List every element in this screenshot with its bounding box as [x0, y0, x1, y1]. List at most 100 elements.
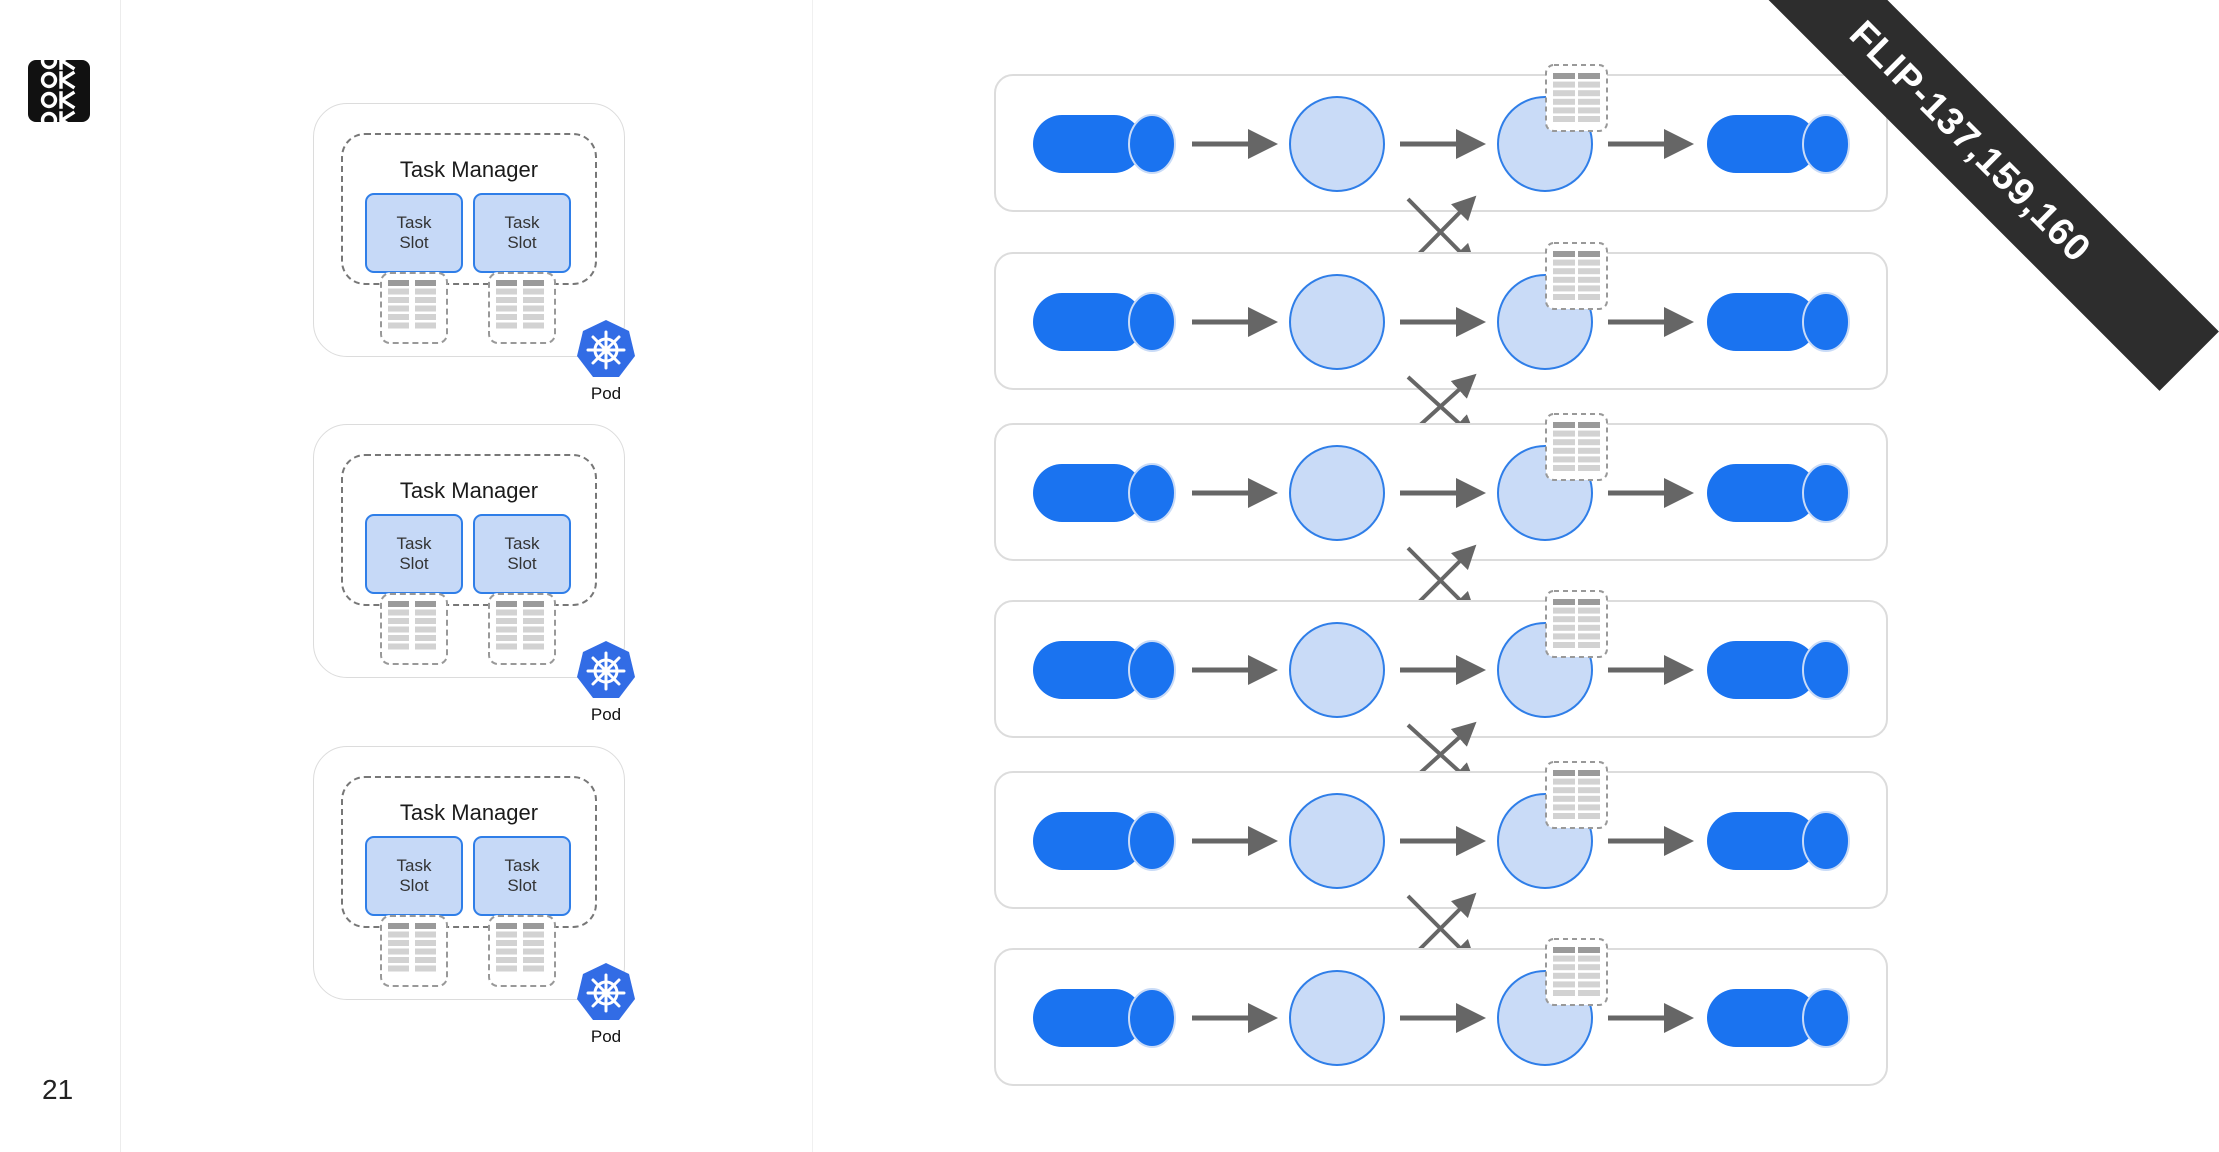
state-table-cell: [1553, 422, 1575, 428]
state-table-cell: [1578, 981, 1600, 988]
state-table-cell: [1578, 616, 1600, 623]
task-slot: Task Slot: [365, 514, 463, 594]
state-table-cell: [1553, 947, 1575, 953]
state-table-icon: [380, 915, 448, 987]
state-table-cell: [1553, 259, 1575, 266]
state-table-cell: [1578, 972, 1600, 979]
state-table-cell: [1553, 268, 1575, 275]
state-table-cell: [1578, 599, 1600, 605]
stateful-operator-node: [1497, 445, 1593, 541]
task-manager-label: Task Manager: [399, 800, 539, 825]
state-table-cell: [1578, 624, 1600, 631]
sink-cylinder: [1707, 812, 1817, 870]
operator-node: [1289, 274, 1385, 370]
shuffle-arrow-down: [1406, 375, 1477, 440]
state-table-cell: [1553, 116, 1575, 122]
state-table-cell: [1578, 294, 1600, 300]
pipeline-row: [994, 600, 1888, 738]
task-slot-line1: Task: [504, 534, 540, 553]
state-table-icon: [380, 593, 448, 665]
state-table-cell: [1553, 285, 1575, 292]
pod-label: Pod: [590, 705, 622, 724]
state-table-cell: [1553, 770, 1575, 776]
source-cylinder: [1033, 464, 1143, 522]
stateful-operator-node: [1497, 274, 1593, 370]
state-table-cell: [1578, 98, 1600, 105]
operator-node: [1289, 445, 1385, 541]
stateful-operator-node: [1497, 970, 1593, 1066]
state-table-cell: [1578, 107, 1600, 114]
sink-cylinder: [1707, 641, 1817, 699]
source-cylinder: [1033, 989, 1143, 1047]
task-slot-line1: Task: [396, 534, 432, 553]
state-table-cell: [1553, 955, 1575, 962]
state-table-icon: [1545, 590, 1608, 658]
ok-logo-icon: [28, 51, 90, 130]
state-table-cell: [1578, 964, 1600, 971]
state-table-cell: [1578, 447, 1600, 454]
state-table-cell: [1578, 285, 1600, 292]
kubernetes-helm-icon: [574, 639, 638, 703]
source-cylinder-cap: [1128, 114, 1176, 174]
pipeline-row: [994, 74, 1888, 212]
pod-label: Pod: [590, 384, 622, 403]
task-manager: Task Manager Task Slot Task Slot: [341, 776, 597, 928]
source-cylinder: [1033, 812, 1143, 870]
state-table-cell: [1553, 294, 1575, 300]
state-table-icon: [1545, 242, 1608, 310]
task-manager: Task Manager Task Slot Task Slot: [341, 454, 597, 606]
sidebar: 21: [0, 0, 121, 1152]
shuffle-arrow-down: [1406, 197, 1477, 269]
state-table-cell: [1578, 642, 1600, 648]
state-table-cell: [1553, 616, 1575, 623]
task-slot: Task Slot: [473, 514, 571, 594]
source-cylinder-cap: [1128, 811, 1176, 871]
page-number: 21: [42, 1074, 74, 1105]
shuffle-arrow-up: [1406, 544, 1477, 615]
state-table-icon: [1545, 413, 1608, 481]
sink-cylinder: [1707, 115, 1817, 173]
state-table-cell: [1578, 813, 1600, 819]
state-table-cell: [1553, 804, 1575, 811]
shuffle-arrow-up: [1406, 721, 1477, 786]
shuffle-arrow-up: [1406, 195, 1477, 267]
task-slot-line2: Slot: [399, 554, 429, 573]
sink-cylinder: [1707, 989, 1817, 1047]
task-slot: Task Slot: [473, 836, 571, 916]
state-table-cell: [1578, 947, 1600, 953]
state-table-icon: [488, 272, 556, 344]
state-table-cell: [1578, 770, 1600, 776]
state-table-cell: [1578, 456, 1600, 463]
source-cylinder: [1033, 293, 1143, 351]
state-table-cell: [1553, 642, 1575, 648]
task-slot-line2: Slot: [507, 876, 537, 895]
state-table-icon: [1545, 64, 1608, 132]
state-table-cell: [1578, 268, 1600, 275]
state-table-cell: [1578, 251, 1600, 257]
state-table-cell: [1553, 787, 1575, 794]
task-slot-line2: Slot: [507, 233, 537, 252]
state-table-cell: [1578, 90, 1600, 97]
pipeline-row: [994, 252, 1888, 390]
state-table-icon: [488, 593, 556, 665]
state-table-cell: [1553, 98, 1575, 105]
sink-cylinder-cap: [1802, 463, 1850, 523]
state-table-cell: [1553, 624, 1575, 631]
state-table-cell: [1578, 259, 1600, 266]
sink-cylinder-cap: [1802, 292, 1850, 352]
sink-cylinder: [1707, 293, 1817, 351]
stateful-operator-node: [1497, 793, 1593, 889]
state-table-cell: [1553, 972, 1575, 979]
pod-card: Task Manager Task Slot Task Slot Pod: [313, 424, 635, 724]
state-table-cell: [1553, 73, 1575, 79]
state-table-cell: [1553, 599, 1575, 605]
state-table-cell: [1553, 990, 1575, 996]
stateful-operator-node: [1497, 96, 1593, 192]
sink-cylinder-cap: [1802, 988, 1850, 1048]
state-table-cell: [1578, 607, 1600, 614]
operator-node: [1289, 970, 1385, 1066]
kubernetes-helm-icon: [574, 961, 638, 1025]
source-cylinder: [1033, 641, 1143, 699]
task-slot-line2: Slot: [507, 554, 537, 573]
task-slot-line2: Slot: [399, 876, 429, 895]
